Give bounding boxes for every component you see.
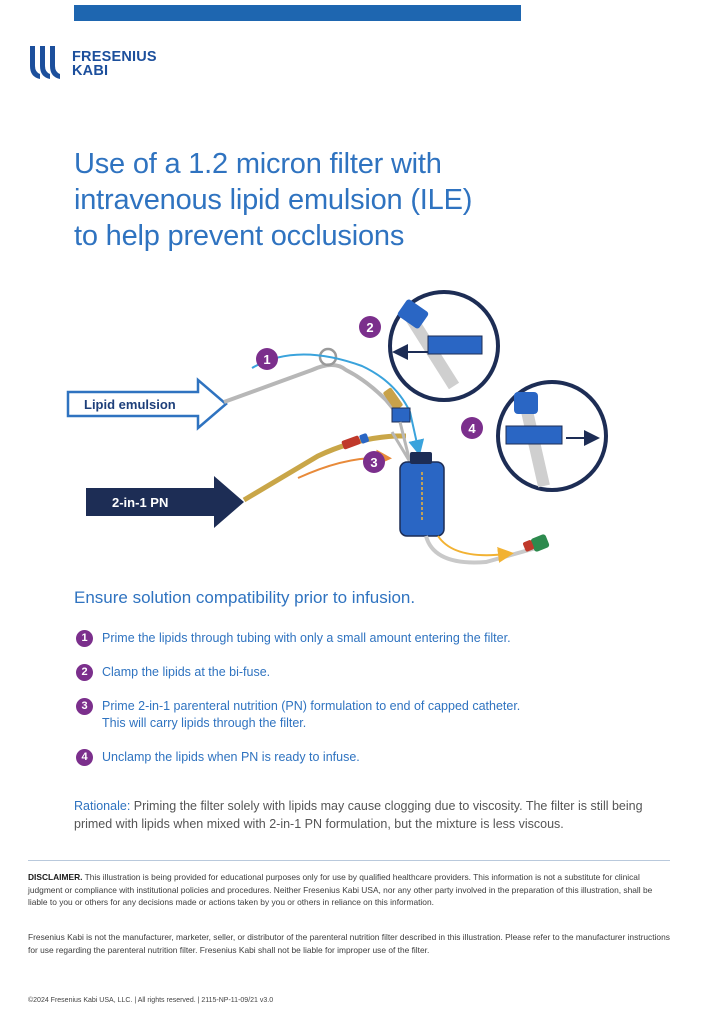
step-1-text: Prime the lipids through tubing with onl… [102, 631, 511, 645]
fresenius-kabi-logo: FRESENIUS KABI [28, 44, 208, 84]
step-marker-4: 4 [461, 417, 483, 439]
step-4-number: 4 [76, 749, 93, 766]
tubing-loop [318, 347, 338, 367]
instruction-steps: 1 Prime the lipids through tubing with o… [76, 630, 676, 783]
rationale-paragraph: Rationale: Priming the filter solely wit… [74, 797, 674, 833]
step-marker-1: 1 [256, 348, 278, 370]
outlet-tubing [424, 535, 537, 565]
lipid-emulsion-label: Lipid emulsion [84, 397, 176, 412]
bifuse-line [390, 421, 412, 463]
outlet-flow-arrow [437, 535, 514, 563]
step-2: 2 Clamp the lipids at the bi-fuse. [76, 664, 676, 681]
top-accent-bar [74, 5, 521, 21]
brand-line-2: KABI [72, 63, 109, 79]
svg-text:2: 2 [366, 320, 373, 335]
catheter-cap [530, 534, 550, 552]
disclaimer-paragraph: DISCLAIMER. This illustration is being p… [28, 871, 674, 909]
svg-text:3: 3 [370, 455, 377, 470]
svg-text:1: 1 [263, 352, 270, 367]
step-3: 3 Prime 2-in-1 parenteral nutrition (PN)… [76, 698, 676, 732]
title-line-1: Use of a 1.2 micron filter with [74, 148, 442, 180]
pn-label: 2-in-1 PN [112, 495, 168, 510]
step-3-text: Prime 2-in-1 parenteral nutrition (PN) f… [102, 699, 521, 713]
svg-text:4: 4 [468, 421, 476, 436]
lipid-connector [383, 387, 403, 411]
page-title: Use of a 1.2 micron filter with intraven… [74, 146, 634, 254]
section-divider [28, 860, 670, 861]
lipid-flow-arrow [251, 353, 425, 456]
step-marker-2: 2 [359, 316, 381, 338]
filter-cap-top [410, 452, 432, 464]
step-4: 4 Unclamp the lipids when PN is ready to… [76, 749, 676, 766]
step-marker-3: 3 [363, 451, 385, 473]
pn-arrow: 2-in-1 PN [86, 476, 244, 528]
disclaimer-text: This illustration is being provided for … [28, 872, 653, 907]
lipid-emulsion-arrow: Lipid emulsion [66, 377, 228, 431]
manufacturer-notice: Fresenius Kabi is not the manufacturer, … [28, 932, 670, 955]
filter-setup-illustration: Lipid emulsion 2-in-1 PN [66, 290, 608, 565]
copyright-footer: ©2024 Fresenius Kabi USA, LLC. | All rig… [28, 997, 274, 1004]
lipid-tubing [223, 363, 403, 420]
pn-connector-blue [359, 433, 369, 444]
step-2-number: 2 [76, 664, 93, 681]
pn-connector [341, 435, 361, 450]
compatibility-subtitle: Ensure solution compatibility prior to i… [74, 588, 416, 607]
brand-name: FRESENIUS KABI [72, 49, 157, 79]
step-1-number: 1 [76, 630, 93, 647]
step-1: 1 Prime the lipids through tubing with o… [76, 630, 676, 647]
fresenius-kabi-logo-icon [30, 46, 60, 79]
zoom-detail-clamp-closed [388, 290, 500, 402]
step-4-text: Unclamp the lipids when PN is ready to i… [102, 750, 360, 764]
step-3-text-line-2: This will carry lipids through the filte… [102, 716, 307, 730]
title-line-2: intravenous lipid emulsion (ILE) [74, 184, 473, 216]
disclaimer-label: DISCLAIMER. [28, 872, 83, 882]
brand-line-1: FRESENIUS [72, 49, 157, 65]
step-2-text: Clamp the lipids at the bi-fuse. [102, 665, 271, 679]
step-3-number: 3 [76, 698, 93, 715]
rationale-label: Rationale: [74, 799, 131, 813]
bifuse-clamp [391, 407, 411, 423]
zoom-detail-clamp-open [496, 380, 608, 492]
title-line-3: to help prevent occlusions [74, 220, 405, 252]
rationale-text: Priming the filter solely with lipids ma… [74, 799, 643, 831]
catheter-cap-red [523, 540, 534, 552]
